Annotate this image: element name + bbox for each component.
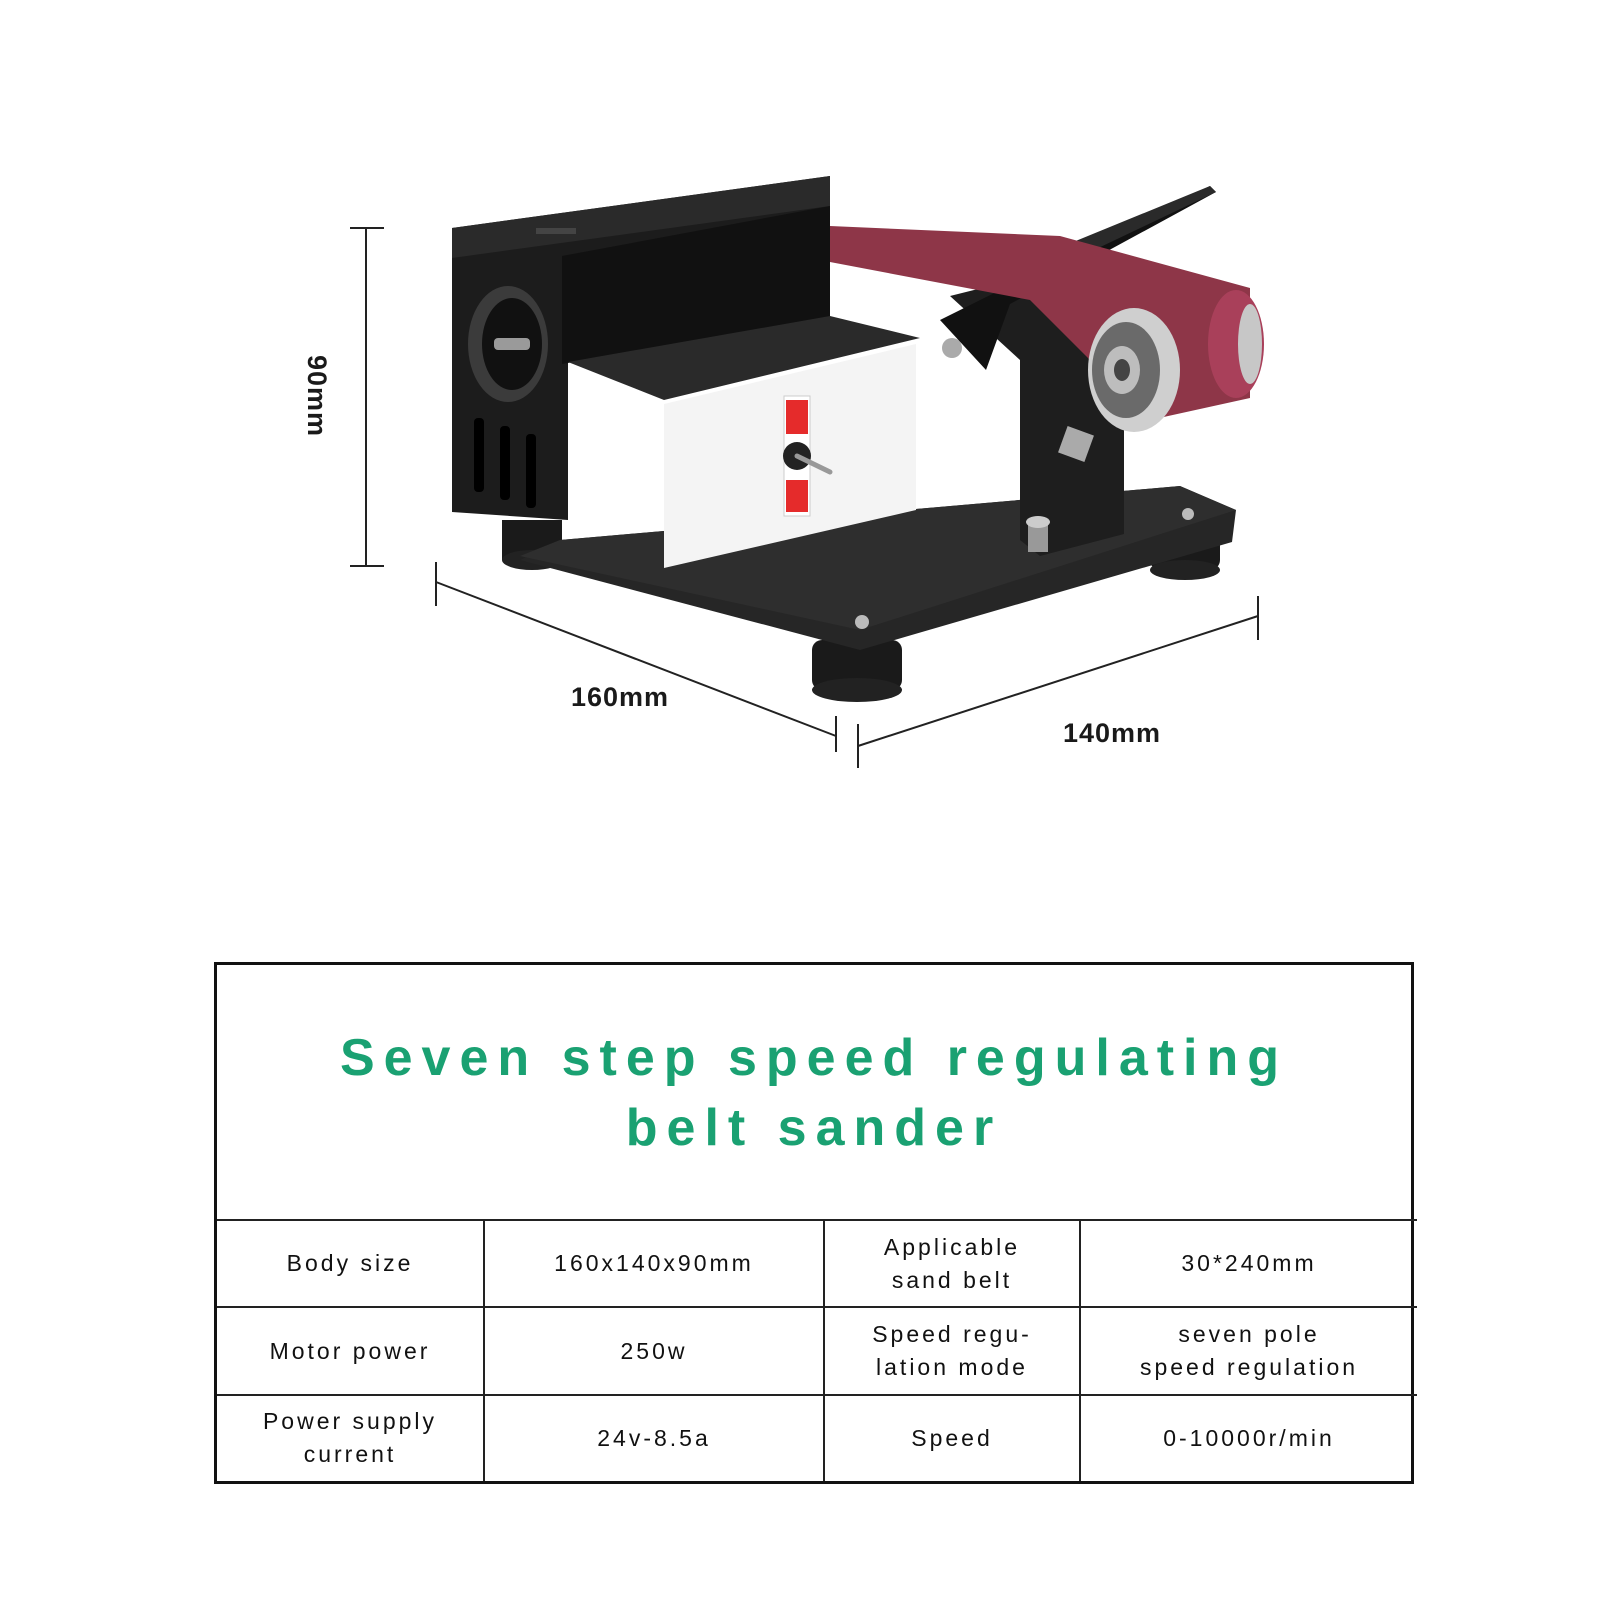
spec-label-text: Speed regu- <box>872 1321 1032 1348</box>
spec-label-cell: Power supply current <box>217 1393 485 1481</box>
switch-red-top <box>786 400 808 434</box>
spec-label-text: lation mode <box>876 1354 1028 1381</box>
spec-label-cell: Motor power <box>217 1306 485 1396</box>
spec-label-cell: Speed regu-lation mode <box>823 1306 1081 1396</box>
product-title: Seven step speed regulating belt sander <box>217 965 1411 1220</box>
spec-value-cell: 160x140x90mm <box>483 1218 825 1309</box>
spec-label-cell: Body size <box>217 1218 485 1309</box>
spec-panel: Seven step speed regulating belt sander … <box>214 962 1417 1484</box>
switch-red-bottom <box>786 480 808 512</box>
belt-sander-machine <box>452 176 1264 702</box>
spec-value-text: 160x140x90mm <box>554 1250 754 1277</box>
height-label: 90mm <box>302 355 332 437</box>
spec-label-cell: Applicable sand belt <box>823 1218 1081 1309</box>
spec-label-text: Speed <box>911 1424 993 1451</box>
spec-row: Body size 160x140x90mm Applicable sand belt… <box>217 1218 1417 1309</box>
product-title-line-2: belt sander <box>625 1098 1003 1157</box>
spec-value-text: 30*240mm <box>1181 1250 1317 1277</box>
spec-label-cell: Speed <box>823 1393 1081 1481</box>
length-dimension-line <box>435 562 837 752</box>
spec-value-cell: seven pole speed regulation <box>1079 1306 1417 1396</box>
spec-value-cell: 0-10000r/min <box>1079 1393 1417 1481</box>
spec-table: Body size 160x140x90mm Applicable sand belt… <box>217 1218 1417 1481</box>
bolt-icon <box>942 338 962 358</box>
spec-value-cell: 250w <box>483 1306 825 1396</box>
spec-label-text: Body size <box>286 1250 414 1277</box>
spec-value-text: 0-10000r/min <box>1163 1424 1335 1451</box>
height-dimension-line <box>350 227 384 567</box>
width-dimension-line <box>857 596 1259 768</box>
spec-value-text: seven pole <box>1178 1321 1320 1348</box>
spec-value-text: 250w <box>620 1337 688 1364</box>
square-nut-icon <box>1058 426 1094 462</box>
spec-row: Power supply current 24v-8.5a Speed 0-10000r… <box>217 1393 1417 1481</box>
product-illustration: 90mm 160mm 140mm <box>302 176 1264 768</box>
spec-label-text: current <box>303 1441 397 1468</box>
spec-value-cell: 30*240mm <box>1079 1218 1417 1309</box>
spec-value-text: speed regulation <box>1139 1354 1359 1381</box>
spec-label-text: sand belt <box>891 1266 1013 1293</box>
spec-label-text: Power supply <box>262 1408 438 1435</box>
width-label: 140mm <box>1063 718 1161 748</box>
spec-label-text: Motor power <box>269 1337 431 1364</box>
product-title-line-1: Seven step speed regulating <box>339 1028 1289 1087</box>
spec-label-text: Applicable <box>883 1233 1021 1260</box>
spec-value-text: 24v-8.5a <box>597 1424 711 1451</box>
length-label: 160mm <box>571 682 669 712</box>
spec-value-cell: 24v-8.5a <box>483 1393 825 1481</box>
